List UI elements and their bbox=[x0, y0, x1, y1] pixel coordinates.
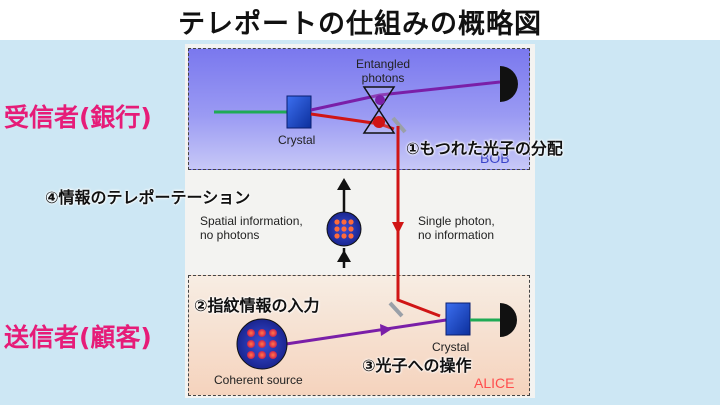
single-photon-label: Single photon, no information bbox=[418, 214, 495, 242]
coherent-source-label: Coherent source bbox=[214, 373, 303, 387]
step4-callout: ④情報のテレポーテーション bbox=[45, 188, 251, 207]
spatial-info-label: Spatial information, no photons bbox=[200, 214, 303, 242]
teleport-arrow-head-top bbox=[337, 178, 351, 190]
detector-top-icon bbox=[500, 66, 518, 102]
entangled-cones-icon bbox=[362, 86, 396, 134]
purple-beam-arrow bbox=[380, 324, 392, 336]
crystal-bottom-label: Crystal bbox=[432, 340, 470, 354]
crystal-top-icon bbox=[286, 95, 312, 129]
step1-callout: ①もつれた光子の分配 bbox=[406, 139, 563, 158]
detector-bottom-icon bbox=[500, 303, 517, 337]
purple-beam-bottom bbox=[285, 318, 447, 346]
spatial-info-dots bbox=[334, 219, 354, 239]
entangled-photon-purple bbox=[375, 95, 385, 105]
bob-label: BOB bbox=[480, 150, 510, 166]
entangled-photons-label: Entangled photons bbox=[356, 57, 411, 85]
receiver-label: 受信者(銀行) bbox=[4, 103, 152, 132]
crystal-bottom-icon bbox=[445, 302, 471, 336]
step3-callout: ③光子への操作 bbox=[362, 356, 472, 375]
crystal-top-label: Crystal bbox=[278, 133, 316, 147]
title-bar bbox=[0, 0, 720, 40]
coherent-source-dots bbox=[247, 329, 277, 359]
teleport-arrow-head-bottom bbox=[337, 250, 351, 262]
red-beam-arrow bbox=[392, 222, 404, 234]
alice-label: ALICE bbox=[474, 375, 515, 391]
entangled-photon-red bbox=[373, 116, 385, 128]
mirror-bottom bbox=[388, 301, 404, 318]
purple-beam-top bbox=[310, 80, 501, 112]
mirror-top bbox=[391, 116, 407, 134]
page-title: テレポートの仕組みの概略図 bbox=[178, 9, 542, 40]
sender-label: 送信者(顧客) bbox=[4, 323, 152, 352]
red-beam-vertical bbox=[396, 126, 441, 318]
step2-callout: ②指紋情報の入力 bbox=[194, 296, 320, 315]
bob-region bbox=[188, 48, 530, 170]
